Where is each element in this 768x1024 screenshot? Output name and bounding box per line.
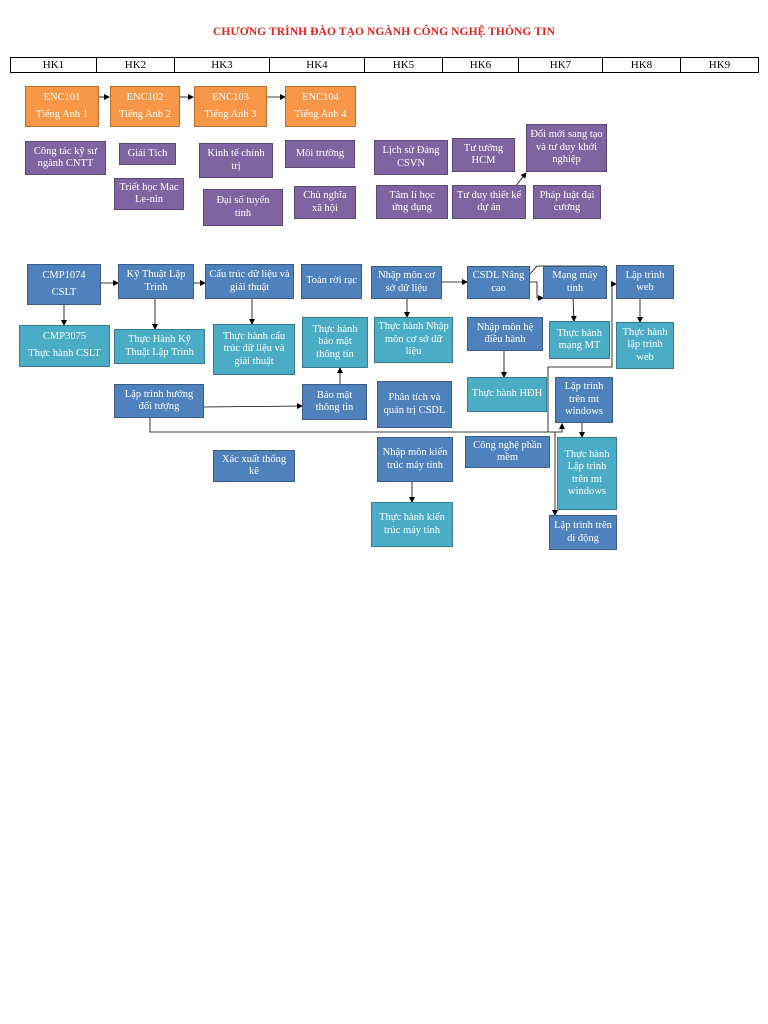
course-name: Tiếng Anh 1 (35, 108, 89, 120)
course-nhap-mon-he-dieu-hanh[interactable]: Nhập môn hệ điều hành (467, 317, 543, 351)
semester-hk8: HK8 (602, 57, 681, 73)
course-code: CMP3075 (42, 331, 87, 343)
course-th-cau-truc-du-lieu[interactable]: Thực hành cấu trúc dữ liệu và giải thuật (213, 324, 295, 375)
course-enc102[interactable]: ENC102 Tiếng Anh 2 (110, 86, 180, 127)
semester-hk1: HK1 (10, 57, 97, 73)
course-th-lap-trinh-web[interactable]: Thực hành lập trình web (616, 322, 674, 369)
arrow-oop-baomat (203, 403, 303, 410)
course-nhap-mon-kien-truc-may-tinh[interactable]: Nhập môn kiến trúc máy tính (377, 437, 453, 482)
course-enc101[interactable]: ENC101 Tiếng Anh 1 (25, 86, 99, 127)
semester-hk2: HK2 (96, 57, 175, 73)
course-lap-trinh-di-dong[interactable]: Lập trình trên di động (549, 515, 617, 550)
arrow-oop-windows (149, 418, 565, 433)
course-code: ENC104 (302, 92, 339, 103)
course-name: Thực hành CSLT (28, 348, 101, 360)
course-xac-xuat-thong-ke[interactable]: Xác xuất thống kê (213, 450, 295, 482)
course-code: ENC102 (126, 92, 164, 103)
course-enc103[interactable]: ENC103 Tiếng Anh 3 (194, 86, 267, 127)
course-name: CSLT (51, 286, 77, 298)
course-th-bao-mat-thong-tin[interactable]: Thực hành bảo mật thông tin (302, 317, 368, 368)
course-toan-roi-rac[interactable]: Toán rời rạc (301, 264, 362, 299)
course-dai-so-tuyen-tinh[interactable]: Đại số tuyến tính (203, 189, 283, 226)
course-tu-tuong-hcm[interactable]: Tư tưởng HCM (452, 138, 515, 172)
course-giai-tich[interactable]: Giải Tích (119, 143, 176, 165)
course-name: Tiếng Anh 2 (118, 108, 172, 120)
course-ky-thuat-lap-trinh[interactable]: Kỹ Thuật Lập Trình (118, 264, 194, 299)
course-lap-trinh-web[interactable]: Lập trình web (616, 265, 674, 299)
course-name: Tiếng Anh 4 (294, 108, 347, 120)
course-chu-nghia-xa-hoi[interactable]: Chủ nghĩa xã hội (294, 186, 356, 219)
course-th-he-dieu-hanh[interactable]: Thực hành HĐH (467, 377, 547, 412)
course-phap-luat[interactable]: Pháp luật đại cương (533, 185, 601, 219)
course-th-kien-truc-may-tinh[interactable]: Thực hành kiến trúc máy tính (371, 502, 453, 547)
course-code: ENC101 (43, 92, 81, 103)
arrow-mang-thmang (570, 298, 577, 322)
course-lap-trinh-huong-doi-tuong[interactable]: Lập trình hướng đối tượng (114, 384, 204, 418)
course-th-nhap-mon-co-so-du-lieu[interactable]: Thực hành Nhập môn cơ sở dữ liệu (374, 317, 453, 363)
course-csdl-nang-cao[interactable]: CSDL Nâng cao (467, 266, 530, 299)
semester-hk6: HK6 (442, 57, 519, 73)
course-tu-duy-thiet-ke[interactable]: Tư duy thiết kế dự án (452, 185, 526, 219)
course-lich-su-dang[interactable]: Lịch sử Đảng CSVN (374, 140, 448, 175)
course-kinh-te-chinh-tri[interactable]: Kinh tế chính trị (199, 143, 273, 178)
course-tam-li-hoc[interactable]: Tâm lí học ứng dụng (376, 185, 448, 219)
semester-hk3: HK3 (174, 57, 270, 73)
semester-header: HK1 HK2 HK3 HK4 HK5 HK6 HK7 HK8 HK9 (10, 57, 759, 73)
course-th-ky-thuat-lap-trinh[interactable]: Thực Hành Kỹ Thuật Lập Trình (114, 329, 205, 364)
course-cau-truc-du-lieu[interactable]: Cấu trúc dữ liệu và giải thuật (205, 264, 294, 299)
course-triet-hoc[interactable]: Triết học Mac Le-nin (114, 178, 184, 210)
course-cmp3075[interactable]: CMP3075 Thực hành CSLT (19, 325, 110, 367)
course-enc104[interactable]: ENC104 Tiếng Anh 4 (285, 86, 356, 127)
semester-hk4: HK4 (269, 57, 365, 73)
arrow-csdlnc-mang (530, 281, 544, 301)
course-moi-truong[interactable]: Môi trường (285, 140, 355, 168)
course-mang-may-tinh[interactable]: Mạng máy tính (543, 266, 607, 299)
course-name: Tiếng Anh 3 (204, 108, 257, 120)
course-cong-tac-ky-su[interactable]: Công tác kỹ sư ngành CNTT (25, 141, 106, 175)
course-th-lap-trinh-windows[interactable]: Thực hành Lập trình trên mt windows (557, 437, 617, 510)
course-code: CMP1074 (42, 270, 86, 281)
course-nhap-mon-co-so-du-lieu[interactable]: Nhập môn cơ sở dữ liệu (371, 266, 442, 299)
course-cmp1074[interactable]: CMP1074 CSLT (27, 264, 101, 305)
course-lap-trinh-windows[interactable]: Lập trình trên mt windows (555, 377, 613, 423)
semester-hk5: HK5 (364, 57, 443, 73)
page-title: CHƯƠNG TRÌNH ĐÀO TẠO NGÀNH CÔNG NGHỆ THÔ… (213, 26, 555, 38)
semester-hk7: HK7 (518, 57, 603, 73)
course-th-mang-may-tinh[interactable]: Thực hành mạng MT (549, 321, 610, 359)
course-phan-tich-quan-tri-csdl[interactable]: Phân tích và quản trị CSDL (377, 381, 452, 428)
semester-hk9: HK9 (680, 57, 759, 73)
course-cong-nghe-phan-mem[interactable]: Công nghệ phần mềm (465, 436, 550, 468)
course-code: ENC103 (212, 92, 249, 103)
course-bao-mat-thong-tin[interactable]: Bảo mật thông tin (302, 384, 367, 420)
course-doi-moi-sang-tao[interactable]: Đổi mới sang tạo và tư duy khởi nghiệp (526, 124, 607, 172)
